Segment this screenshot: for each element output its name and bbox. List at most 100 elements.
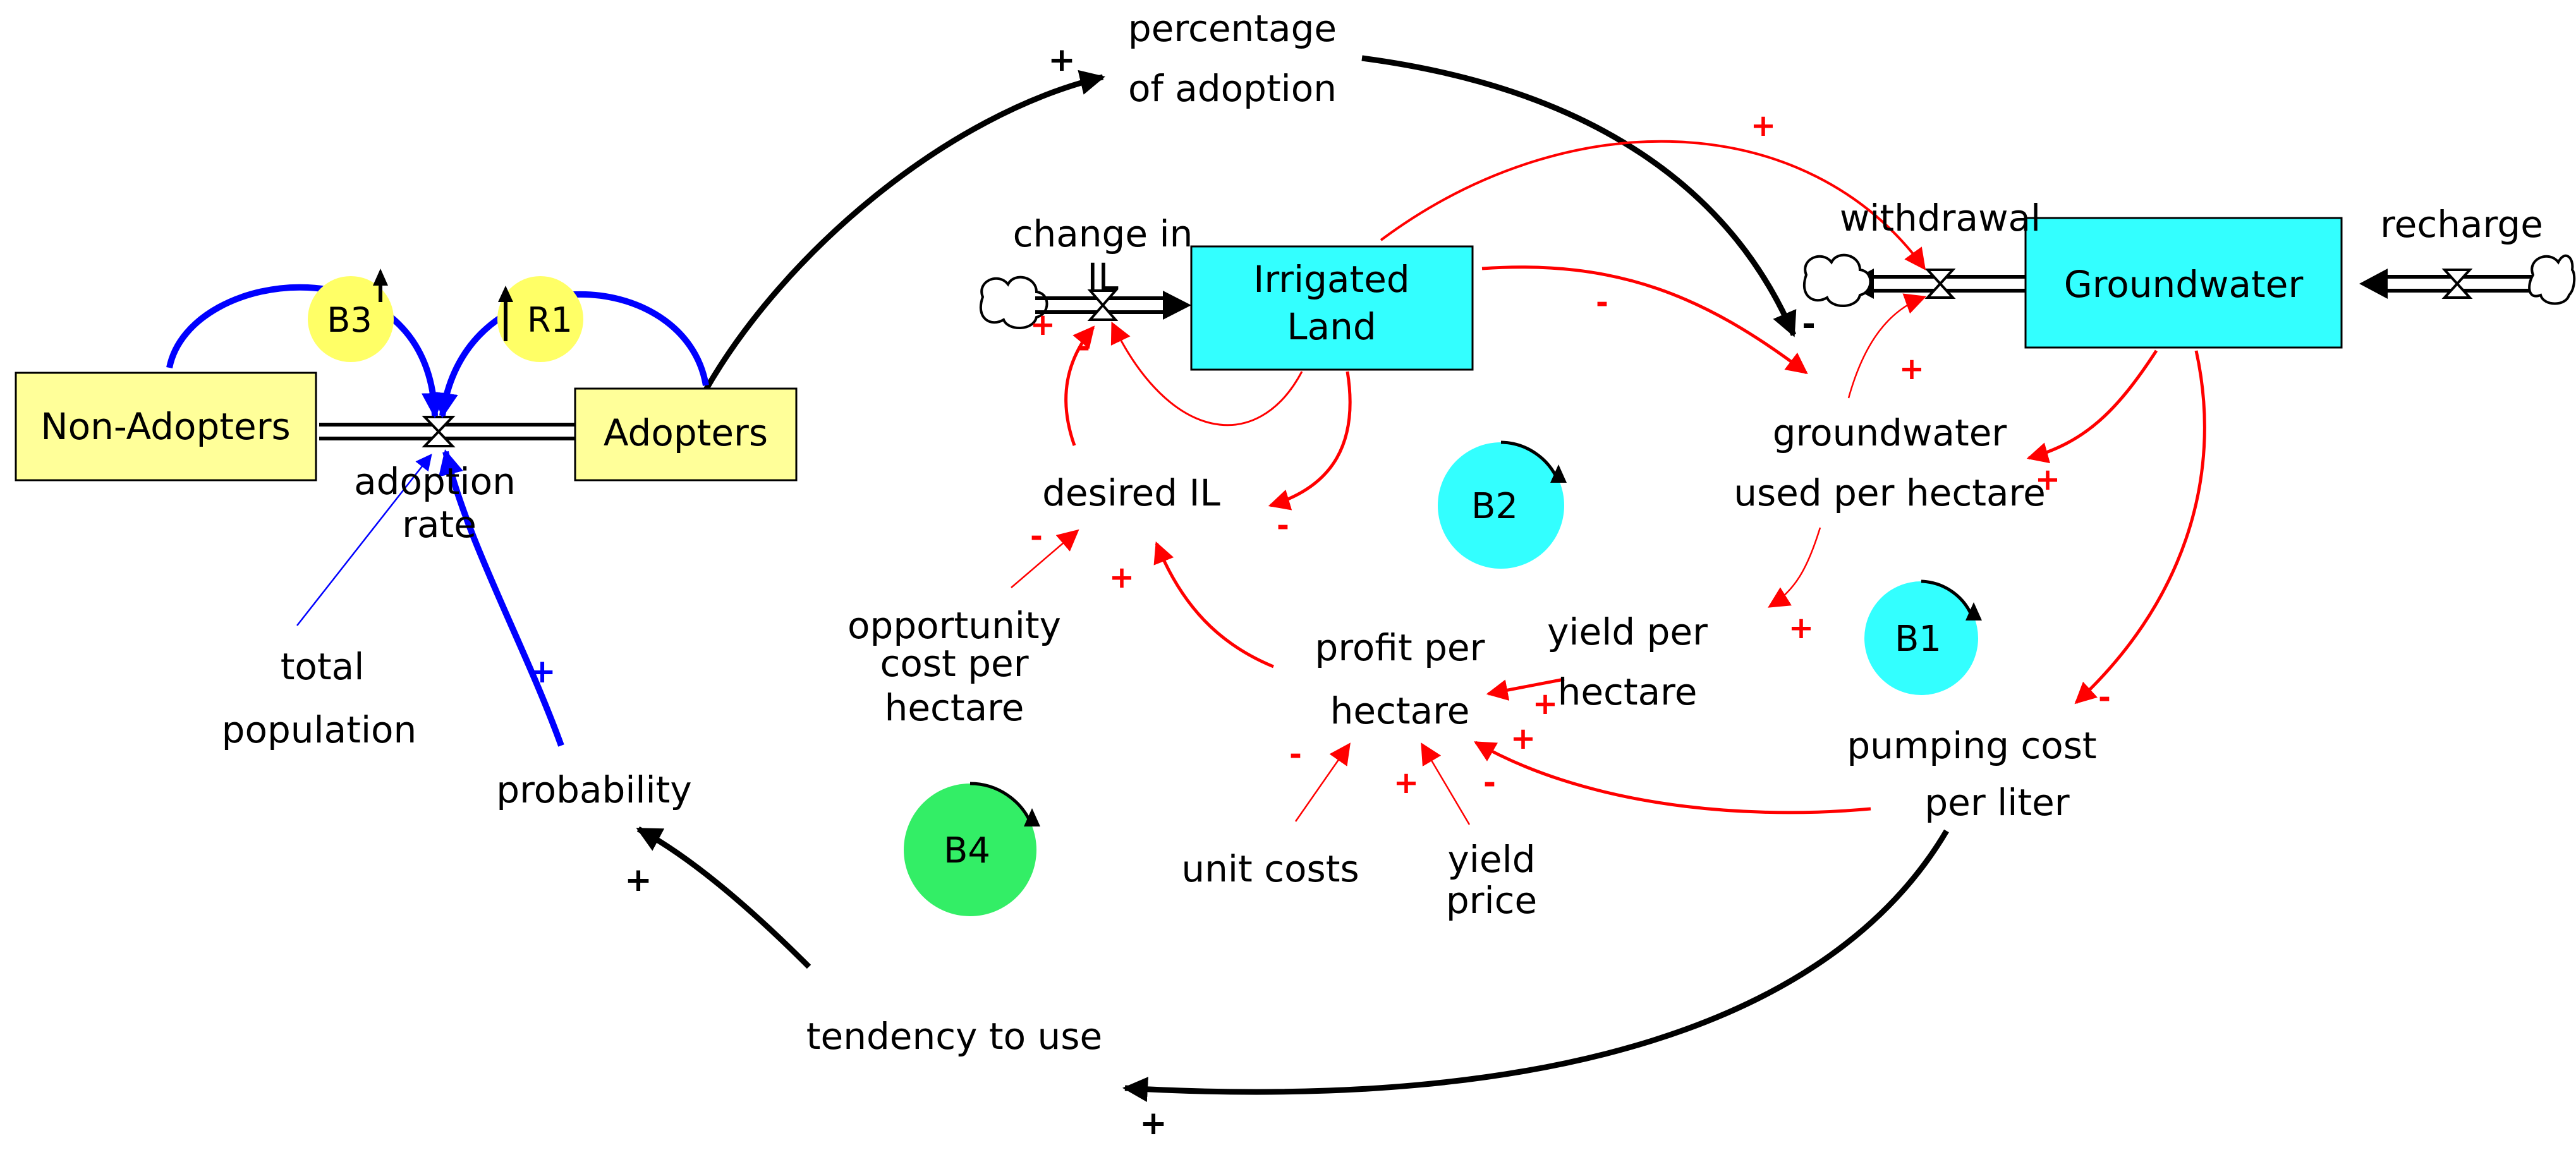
recharge-valve-icon bbox=[2441, 269, 2473, 299]
desired-il-label[interactable]: desired IL bbox=[1042, 471, 1220, 514]
polarity-il-withdrawal: + bbox=[1751, 108, 1776, 143]
polarity-opportunity-desired: - bbox=[1030, 519, 1043, 554]
loop-b3-marker: B3 bbox=[308, 269, 394, 362]
source-cloud-icon bbox=[979, 275, 1048, 329]
link-profit-to-desired-il bbox=[1153, 541, 1274, 669]
yield-price-label-line1[interactable]: yield bbox=[1447, 838, 1535, 881]
polarity-groundwater-used-withdrawal: + bbox=[1899, 351, 1924, 387]
link-tendency-to-probability bbox=[636, 826, 811, 969]
change-in-il-flow-pipe bbox=[979, 275, 1191, 329]
profit-per-hectare-label-line2[interactable]: hectare bbox=[1330, 689, 1470, 732]
link-pumping-cost-to-tendency bbox=[1122, 829, 1949, 1102]
link-non-adopters-to-adoption-rate bbox=[166, 284, 447, 418]
loop-r1-label: R1 bbox=[527, 300, 573, 340]
change-in-il-label-line1[interactable]: change in bbox=[1013, 212, 1193, 255]
link-probability-to-adoption-rate bbox=[439, 449, 564, 747]
polarity-groundwater-groundwater-used: + bbox=[2035, 462, 2060, 497]
adopters-stock[interactable]: Adopters bbox=[574, 387, 798, 481]
pumping-cost-label-line2[interactable]: per liter bbox=[1924, 781, 2069, 824]
pumping-cost-label-line1[interactable]: pumping cost bbox=[1847, 724, 2096, 767]
recharge-label[interactable]: recharge bbox=[2380, 203, 2543, 246]
link-adopters-to-percentage-of-adoption bbox=[702, 70, 1105, 394]
polarity-percentage-groundwater: - bbox=[1802, 305, 1816, 343]
loop-b4-label: B4 bbox=[944, 830, 990, 871]
polarity-tendency-probability: + bbox=[624, 861, 652, 899]
groundwater-used-label-line2[interactable]: used per hectare bbox=[1734, 471, 2046, 514]
withdrawal-valve-icon bbox=[1924, 269, 1956, 299]
adoption-rate-label-line2[interactable]: rate bbox=[402, 503, 477, 546]
opportunity-cost-label-line3[interactable]: hectare bbox=[885, 686, 1024, 729]
profit-per-hectare-label-line1[interactable]: profit per bbox=[1315, 626, 1485, 669]
link-groundwater-used-to-withdrawal bbox=[1847, 293, 1927, 399]
loop-b3-label: B3 bbox=[327, 300, 372, 340]
loop-b2-marker: B2 bbox=[1438, 440, 1567, 569]
recharge-source-cloud-icon bbox=[2528, 254, 2576, 305]
link-irrigated-land-to-change-in-il bbox=[1110, 321, 1303, 427]
yield-per-hectare-label-line1[interactable]: yield per bbox=[1547, 610, 1708, 653]
loop-b2-label: B2 bbox=[1471, 486, 1518, 527]
sink-cloud-icon bbox=[1802, 253, 1872, 307]
link-yield-per-hectare-to-profit bbox=[1486, 677, 1565, 701]
polarity-il-change: + bbox=[1030, 307, 1055, 342]
adoption-rate-valve-icon bbox=[422, 416, 456, 447]
loop-b1-marker: B1 bbox=[1864, 579, 1982, 695]
loop-r1-marker: R1 bbox=[497, 276, 583, 362]
groundwater-label: Groundwater bbox=[2064, 263, 2304, 306]
irrigated-land-label-line2: Land bbox=[1287, 305, 1376, 348]
change-in-il-label-line2[interactable]: IL bbox=[1087, 255, 1118, 298]
adopters-label: Adopters bbox=[604, 411, 768, 454]
opportunity-cost-label-line2[interactable]: cost per bbox=[880, 642, 1028, 685]
yield-per-hectare-label-line2[interactable]: hectare bbox=[1558, 670, 1698, 713]
link-total-population-to-adoption-rate bbox=[296, 453, 432, 626]
irrigated-land-stock[interactable]: Irrigated Land bbox=[1190, 245, 1474, 371]
total-population-label-line2[interactable]: population bbox=[222, 708, 417, 751]
link-opportunity-cost-to-desired-il bbox=[1011, 529, 1079, 588]
change-in-il-valve-icon bbox=[1087, 289, 1119, 321]
groundwater-used-label-line1[interactable]: groundwater bbox=[1773, 411, 2007, 454]
polarity-adopters-percentage: + bbox=[1048, 41, 1076, 79]
adoption-flow-pipe bbox=[319, 416, 604, 447]
loop-b4-marker: B4 bbox=[904, 782, 1040, 916]
link-unit-costs-to-profit bbox=[1294, 742, 1351, 822]
link-groundwater-to-groundwater-used bbox=[2026, 349, 2158, 464]
link-percentage-to-groundwater-used bbox=[1361, 55, 1797, 337]
link-yield-price-to-profit bbox=[1421, 742, 1471, 825]
percentage-of-adoption-label-line1[interactable]: percentage bbox=[1128, 7, 1337, 50]
polarity-il-desired: - bbox=[1277, 508, 1289, 543]
total-population-label-line1[interactable]: total bbox=[281, 645, 365, 688]
polarity-unit-costs-profit: - bbox=[1289, 737, 1302, 772]
non-adopters-label: Non-Adopters bbox=[40, 405, 291, 448]
tendency-to-use-label[interactable]: tendency to use bbox=[806, 1015, 1102, 1058]
link-irrigated-land-to-withdrawal bbox=[1380, 140, 1926, 270]
polarity-pumping-tendency: + bbox=[1139, 1105, 1167, 1142]
recharge-flow-pipe bbox=[2359, 254, 2576, 305]
unit-costs-label[interactable]: unit costs bbox=[1181, 847, 1359, 890]
withdrawal-flow-pipe bbox=[1802, 253, 2026, 307]
polarity-desired-change: - bbox=[1078, 329, 1090, 365]
polarity-probability-adoption: + bbox=[528, 653, 556, 691]
irrigated-land-label-line1: Irrigated bbox=[1253, 258, 1410, 301]
groundwater-stock[interactable]: Groundwater bbox=[2024, 217, 2343, 349]
adoption-rate-label-line1[interactable]: adoption bbox=[354, 460, 516, 503]
probability-label[interactable]: probability bbox=[496, 768, 691, 811]
polarity-pumping-profit: + bbox=[1510, 721, 1536, 756]
link-irrigated-land-to-desired-il bbox=[1268, 371, 1352, 511]
polarity-yield-price-profit-plus: + bbox=[1394, 765, 1419, 801]
loop-b1-label: B1 bbox=[1895, 619, 1941, 660]
link-pumping-cost-to-profit bbox=[1474, 741, 1871, 814]
link-groundwater-used-to-yield-per-hectare bbox=[1768, 527, 1821, 608]
link-irrigated-land-to-groundwater-used bbox=[1481, 265, 1808, 375]
opportunity-cost-label-line1[interactable]: opportunity bbox=[848, 604, 1061, 647]
polarity-yield-price-profit-minus: - bbox=[1483, 765, 1496, 801]
polarity-il-groundwater-used: - bbox=[1596, 285, 1608, 320]
polarity-profit-desired: + bbox=[1109, 560, 1134, 595]
polarity-groundwater-pumping: - bbox=[2098, 680, 2111, 715]
percentage-of-adoption-label-line2[interactable]: of adoption bbox=[1128, 67, 1337, 110]
non-adopters-stock[interactable]: Non-Adopters bbox=[15, 372, 317, 481]
withdrawal-label[interactable]: withdrawal bbox=[1840, 197, 2041, 239]
link-groundwater-to-pumping-cost bbox=[2074, 350, 2206, 705]
polarity-yield-profit: + bbox=[1533, 686, 1558, 722]
link-desired-il-to-change-in-il bbox=[1064, 325, 1095, 446]
yield-price-label-line2[interactable]: price bbox=[1446, 879, 1537, 922]
